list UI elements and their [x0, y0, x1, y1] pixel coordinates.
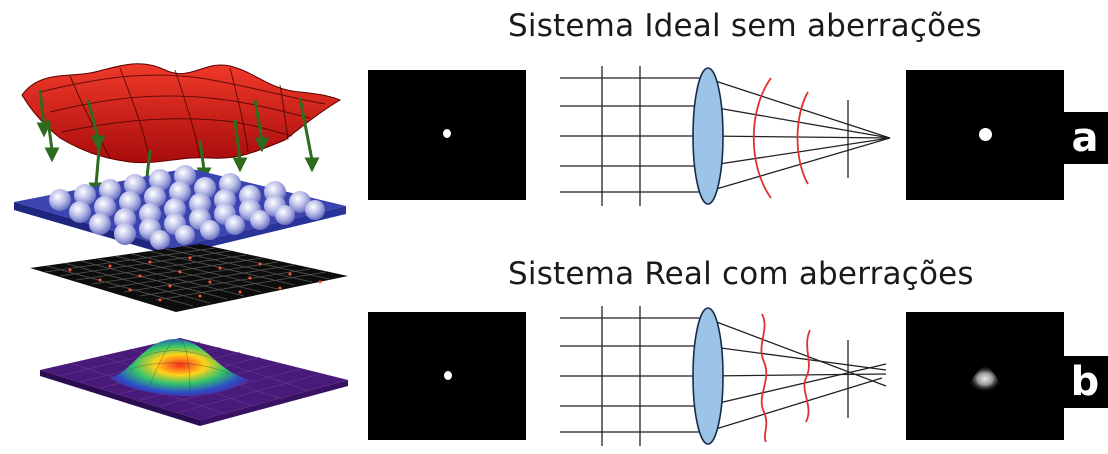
aberrated-spot-icon [968, 364, 1002, 391]
row-a-source-panel [368, 70, 526, 200]
point-source-dot-icon [443, 129, 451, 138]
point-source-dot-icon [444, 371, 452, 380]
lenslet-array [14, 165, 346, 256]
adaptive-optics-illustration [14, 63, 348, 426]
psf-peak-surface [40, 338, 348, 426]
spot-detector-grid [30, 244, 348, 312]
row-b-source-panel [368, 312, 526, 440]
row-a-title: Sistema Ideal sem aberrações [508, 8, 982, 44]
row-b-optical-diagram [560, 306, 887, 446]
biconvex-lens-icon [692, 307, 724, 445]
row-b-title: Sistema Real com aberrações [508, 256, 974, 292]
row-b-label: b [1062, 356, 1108, 408]
row-a-label: a [1062, 112, 1108, 164]
biconvex-lens-icon [692, 67, 724, 205]
distorted-wavefront-surface [21, 63, 342, 164]
focused-spot-icon [979, 128, 992, 141]
row-a-image-panel [906, 70, 1064, 200]
row-a-optical-diagram [560, 66, 891, 206]
row-b-image-panel [906, 312, 1064, 440]
